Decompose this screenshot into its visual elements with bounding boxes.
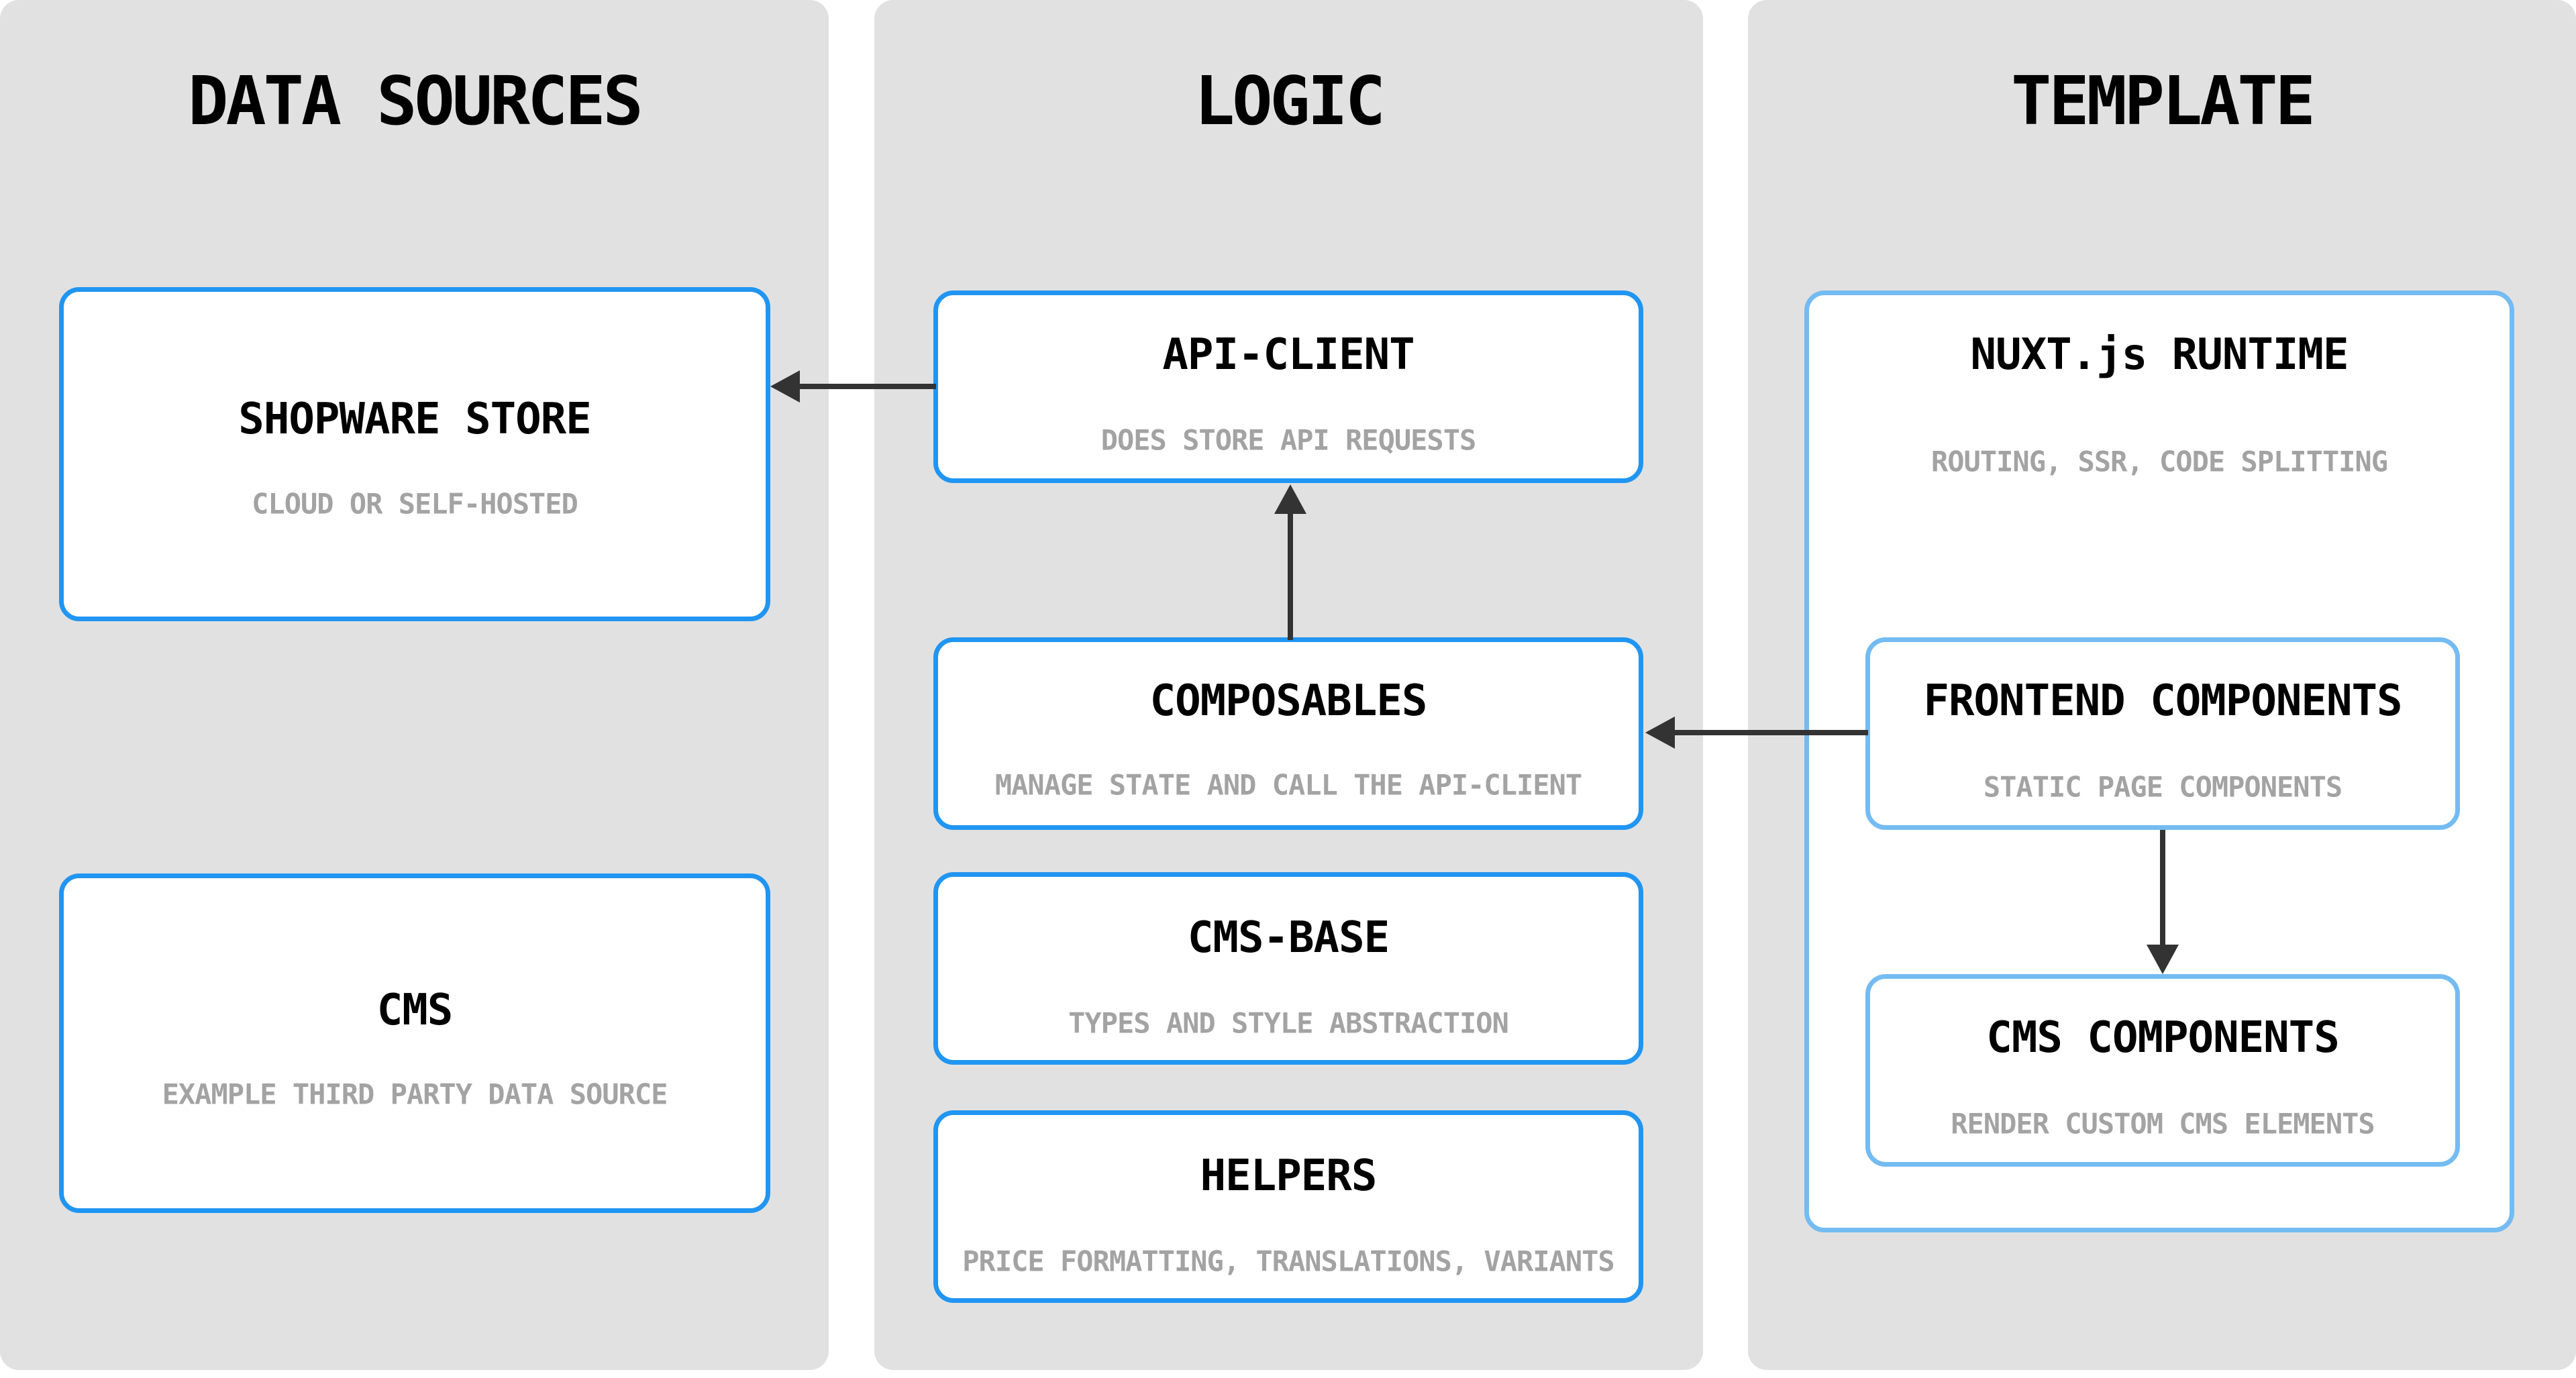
node-title-cms-base: CMS-BASE: [1187, 913, 1390, 963]
node-cms-components: CMS COMPONENTS RENDER CUSTOM CMS ELEMENT…: [1865, 974, 2460, 1167]
node-helpers: HELPERS PRICE FORMATTING, TRANSLATIONS, …: [933, 1110, 1643, 1303]
node-title-nuxt-runtime: NUXT.js RUNTIME: [1970, 330, 2349, 380]
node-title-cms: CMS: [376, 986, 454, 1035]
column-title-data-sources: DATA SOURCES: [188, 62, 643, 140]
node-frontend-components: FRONTEND COMPONENTS STATIC PAGE COMPONEN…: [1865, 637, 2460, 830]
node-subtitle-api-client: DOES STORE API REQUESTS: [1100, 423, 1477, 457]
arrow-api-client-to-shopware-line: [798, 384, 936, 389]
node-api-client: API-CLIENT DOES STORE API REQUESTS: [933, 290, 1643, 483]
arrow-composables-to-api-client-line: [1288, 513, 1293, 640]
node-title-cms-components: CMS COMPONENTS: [1986, 1013, 2339, 1063]
node-subtitle-frontend-components: STATIC PAGE COMPONENTS: [1983, 770, 2342, 804]
arrow-composables-to-api-client-head-icon: [1274, 484, 1306, 514]
arrow-frontend-to-cms-components-head-icon: [2147, 945, 2179, 974]
node-shopware-store: SHOPWARE STORE CLOUD OR SELF-HOSTED: [59, 287, 770, 621]
node-title-helpers: HELPERS: [1200, 1151, 1378, 1201]
column-title-template: TEMPLATE: [2011, 62, 2316, 140]
node-title-composables: COMPOSABLES: [1149, 676, 1428, 726]
node-subtitle-composables: MANAGE STATE AND CALL THE API-CLIENT: [994, 768, 1582, 802]
arrow-api-client-to-shopware-head-icon: [770, 370, 800, 403]
node-title-api-client: API-CLIENT: [1162, 330, 1414, 380]
node-composables: COMPOSABLES MANAGE STATE AND CALL THE AP…: [933, 637, 1643, 830]
node-subtitle-cms-components: RENDER CUSTOM CMS ELEMENTS: [1951, 1107, 2375, 1141]
node-subtitle-cms-base: TYPES AND STYLE ABSTRACTION: [1068, 1006, 1509, 1040]
column-title-logic: LOGIC: [1194, 62, 1386, 140]
node-cms-base: CMS-BASE TYPES AND STYLE ABSTRACTION: [933, 872, 1643, 1065]
arrow-frontend-to-composables-line: [1673, 730, 1868, 735]
node-subtitle-nuxt-runtime: ROUTING, SSR, CODE SPLITTING: [1930, 445, 2388, 478]
arrow-frontend-to-cms-components-line: [2160, 830, 2165, 946]
node-subtitle-cms: EXAMPLE THIRD PARTY DATA SOURCE: [162, 1077, 668, 1111]
node-title-frontend-components: FRONTEND COMPONENTS: [1923, 676, 2402, 726]
node-subtitle-helpers: PRICE FORMATTING, TRANSLATIONS, VARIANTS: [962, 1244, 1614, 1278]
node-title-shopware-store: SHOPWARE STORE: [238, 394, 591, 444]
node-cms: CMS EXAMPLE THIRD PARTY DATA SOURCE: [59, 873, 770, 1213]
node-subtitle-shopware-store: CLOUD OR SELF-HOSTED: [252, 487, 578, 521]
arrow-frontend-to-composables-head-icon: [1645, 717, 1675, 749]
